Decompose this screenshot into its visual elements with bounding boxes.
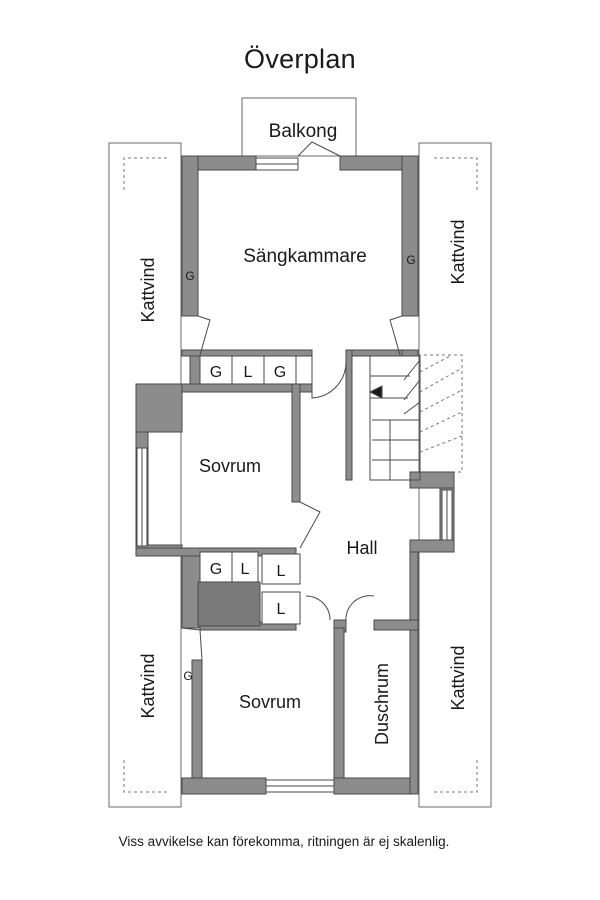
stair-arrow [368, 385, 383, 399]
closets [199, 355, 301, 625]
room-label-attic-top-right: Kattvind [448, 219, 468, 284]
master-door-left [197, 315, 211, 356]
room-label-master-bedroom: Sängkammare [243, 246, 367, 267]
master-door-right [389, 315, 403, 356]
room-label-bedroom-1: Sovrum [199, 456, 261, 476]
balcony-door [297, 141, 341, 157]
closet-mark: L [241, 561, 250, 578]
room-label-hall: Hall [346, 538, 377, 558]
closet-mark: G [210, 364, 222, 381]
attic-dashes [123, 157, 478, 793]
closet-mark: G [274, 364, 286, 381]
shower-door-arc [345, 595, 375, 623]
bedroom2-door-left [181, 627, 203, 661]
room-label-attic-top-left: Kattvind [138, 257, 158, 322]
attic-left-outline [108, 142, 182, 808]
closet-mark: L [277, 601, 286, 618]
room-label-attic-bottom-right: Kattvind [448, 645, 468, 710]
closet-mark: G [406, 253, 415, 267]
closet-dark-fill [197, 581, 261, 627]
windows [136, 157, 453, 793]
closet-mark: G [185, 269, 194, 283]
stairs [368, 355, 421, 481]
room-label-bedroom-2: Sovrum [239, 692, 301, 712]
closet-mark: G [210, 561, 222, 578]
room-label-shower: Duschrum [372, 663, 392, 745]
stairs-upper [419, 355, 463, 453]
hall-door-top [311, 356, 347, 399]
bedroom1-door [299, 501, 321, 549]
bedroom2-door-arc [305, 595, 331, 621]
closet-mark: L [244, 364, 253, 381]
plan-title: Överplan [244, 44, 356, 74]
room-label-attic-bottom-left: Kattvind [138, 653, 158, 718]
closet-mark: G [183, 669, 192, 683]
balcony-outline [241, 97, 357, 157]
room-label-balcony: Balkong [269, 121, 338, 142]
doors [181, 141, 403, 661]
closet-mark: L [277, 563, 286, 580]
disclaimer-note: Viss avvikelse kan förekomma, ritningen … [118, 834, 450, 849]
